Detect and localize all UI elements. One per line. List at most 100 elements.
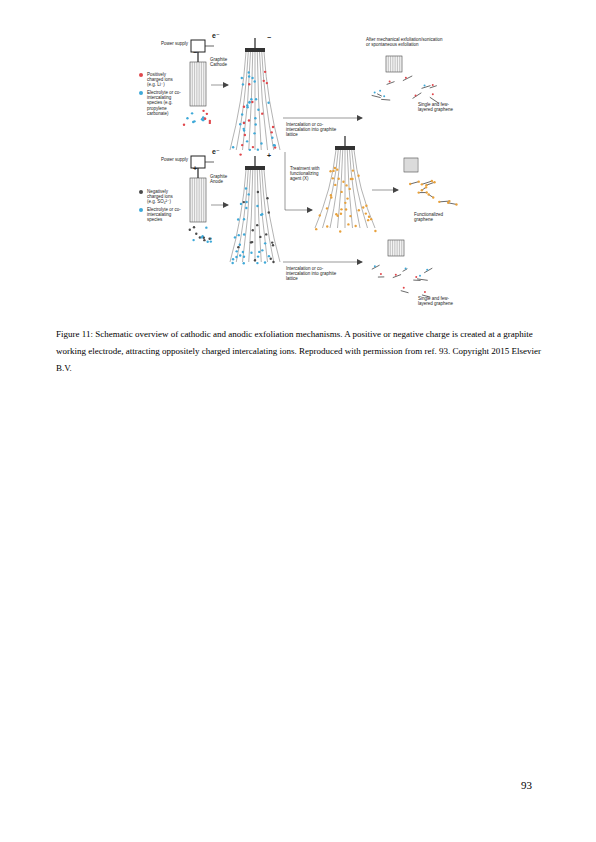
ion-dot (206, 241, 208, 243)
ion-dot (259, 236, 261, 238)
graphene-layer (408, 158, 409, 172)
graphene-layer (236, 170, 248, 262)
ion-dot (374, 265, 376, 267)
graphene-flake (372, 265, 380, 269)
ion-dot (209, 120, 211, 122)
graphene-flake (413, 93, 422, 99)
functional-group (433, 181, 435, 183)
ion-dot (248, 75, 250, 77)
ion-dot (193, 226, 195, 228)
ion-dot (346, 197, 348, 199)
ion-dot (352, 169, 354, 171)
ion-dot (332, 177, 334, 179)
ion-dot (243, 262, 245, 264)
legend-swatch (139, 208, 143, 212)
graphene-layer (194, 62, 195, 106)
figure-label: Intercalation or co-intercalation into g… (286, 122, 340, 138)
ion-dot (260, 142, 262, 144)
functional-group (425, 186, 427, 188)
ion-dot (365, 205, 367, 207)
graphene-layer (230, 170, 246, 262)
graphene-layer (196, 178, 197, 222)
graphene-layer (230, 52, 246, 150)
graphene-layer (262, 170, 274, 262)
process-arrow (211, 205, 228, 206)
polarity-sign: e⁻ (212, 148, 224, 155)
ion-dot (252, 146, 254, 148)
ion-dot (326, 207, 328, 209)
ion-dot (354, 225, 356, 227)
functional-group (409, 183, 411, 185)
ion-dot (432, 84, 434, 86)
graphene-layer (395, 56, 396, 72)
figure-label: Treatment with functionalizing agent (X) (290, 166, 328, 182)
page-number: 93 (521, 779, 545, 792)
ion-dot (271, 131, 273, 133)
ion-dot (271, 241, 273, 243)
ion-dot (208, 238, 210, 240)
graphene-layer (192, 178, 193, 222)
graphene-layer (416, 158, 417, 172)
graphite-electrode (190, 62, 206, 106)
graphene-layer (201, 178, 202, 222)
ion-dot (248, 119, 250, 121)
ion-dot (273, 144, 275, 146)
graphene-layer (192, 62, 193, 106)
ion-dot (395, 274, 397, 276)
ion-dot (374, 91, 376, 93)
graphene-layer (352, 150, 368, 228)
ion-dot (379, 90, 381, 92)
polarity-sign: − (193, 49, 201, 56)
graphene-layer (397, 56, 398, 72)
graphene-layer (203, 178, 204, 222)
functional-group (455, 203, 457, 205)
graphene-layer (414, 158, 415, 172)
ion-dot (261, 112, 263, 114)
graphene-layer (260, 52, 268, 150)
graphene-flake (410, 182, 419, 184)
ion-dot (264, 242, 266, 244)
ion-dot (242, 251, 244, 253)
ion-dot (239, 243, 241, 245)
graphene-layer (262, 52, 274, 150)
ion-dot (271, 137, 273, 139)
ion-dot (247, 193, 249, 195)
ion-dot (243, 122, 245, 124)
graphene-flake (413, 280, 420, 281)
graphene-layer (257, 170, 261, 262)
ion-dot (251, 101, 253, 103)
ion-dot (345, 208, 347, 210)
process-arrow (372, 190, 398, 191)
legend-swatch (139, 190, 143, 194)
graphene-layer (199, 62, 200, 106)
ion-dot (251, 77, 253, 79)
ion-dot (257, 255, 259, 257)
ion-dot (265, 233, 267, 235)
graphene-flake (387, 82, 395, 85)
graphene-layer (243, 52, 251, 150)
graphene-layer (264, 170, 280, 262)
ion-dot (264, 71, 266, 73)
ion-dot (189, 229, 191, 231)
graphene-layer (201, 62, 202, 106)
graphene-layer (399, 240, 400, 256)
graphene-layer (397, 240, 398, 256)
ion-dot (201, 236, 203, 238)
ion-dot (254, 259, 256, 261)
figure-label: Graphite Anode (210, 174, 236, 184)
ion-dot (243, 233, 245, 235)
electrode-clamp (245, 48, 265, 52)
graphene-layer (412, 158, 413, 172)
ion-dot (203, 237, 205, 239)
figure-label: Intercalation or co-intercalation into g… (286, 266, 340, 282)
ion-dot (245, 207, 247, 209)
ion-dot (365, 212, 367, 214)
ion-dot (232, 146, 234, 148)
graphene-layer (236, 52, 248, 150)
graphene-layer (390, 240, 391, 256)
ion-dot (237, 218, 239, 220)
ion-dot (337, 178, 339, 180)
electrode-wire (344, 136, 345, 146)
ion-dot (248, 83, 250, 85)
